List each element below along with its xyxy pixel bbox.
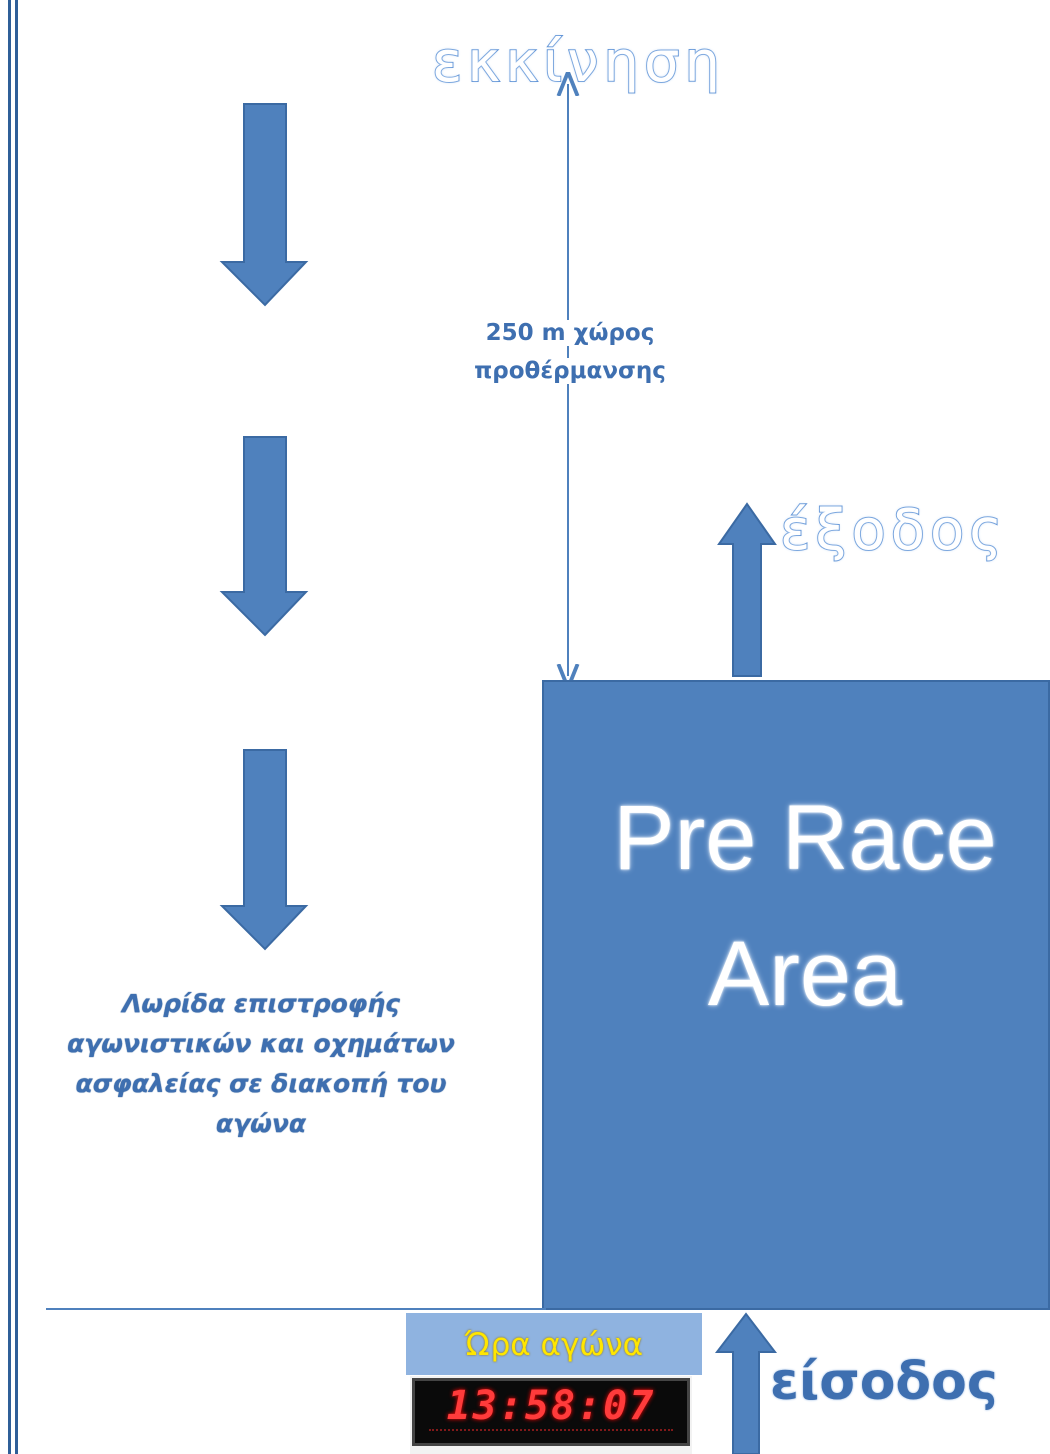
warmup-zone-label: 250 m χώρος προθέρμανσης [422,314,718,390]
boundary-line [46,1308,546,1310]
race-clock-face: 13:58:07 [412,1378,690,1446]
pre-race-area-title-line1: Pre Race [613,787,997,889]
left-boundary-line [8,0,18,1454]
race-time-label: Ώρα αγώνα [406,1313,702,1375]
pre-race-area-title: Pre Race Area [542,770,1050,1042]
warmup-zone-label-line2: προθέρμανσης [470,358,670,384]
race-clock: 13:58:07 [410,1376,692,1454]
warmup-zone-label-line1: 250 m χώρος [481,320,659,346]
down-arrow-icon [219,749,309,951]
exit-up-arrow-icon [717,502,777,677]
race-clock-digits: 13:58:07 [446,1383,656,1429]
down-arrow-icon [219,436,309,637]
exit-label: έξοδος [779,497,1008,564]
pre-race-area-box [542,680,1050,1310]
entry-up-arrow-icon [714,1312,778,1454]
return-lane-label: Λωρίδα επιστροφής αγωνιστικών και οχημάτ… [67,989,455,1138]
entry-label: είσοδος [770,1352,998,1412]
race-clock-indicator-dots [429,1429,673,1437]
start-label: εκκίνηση [431,29,725,96]
pre-race-area-title-line2: Area [707,923,903,1025]
down-arrow-icon [219,103,309,307]
